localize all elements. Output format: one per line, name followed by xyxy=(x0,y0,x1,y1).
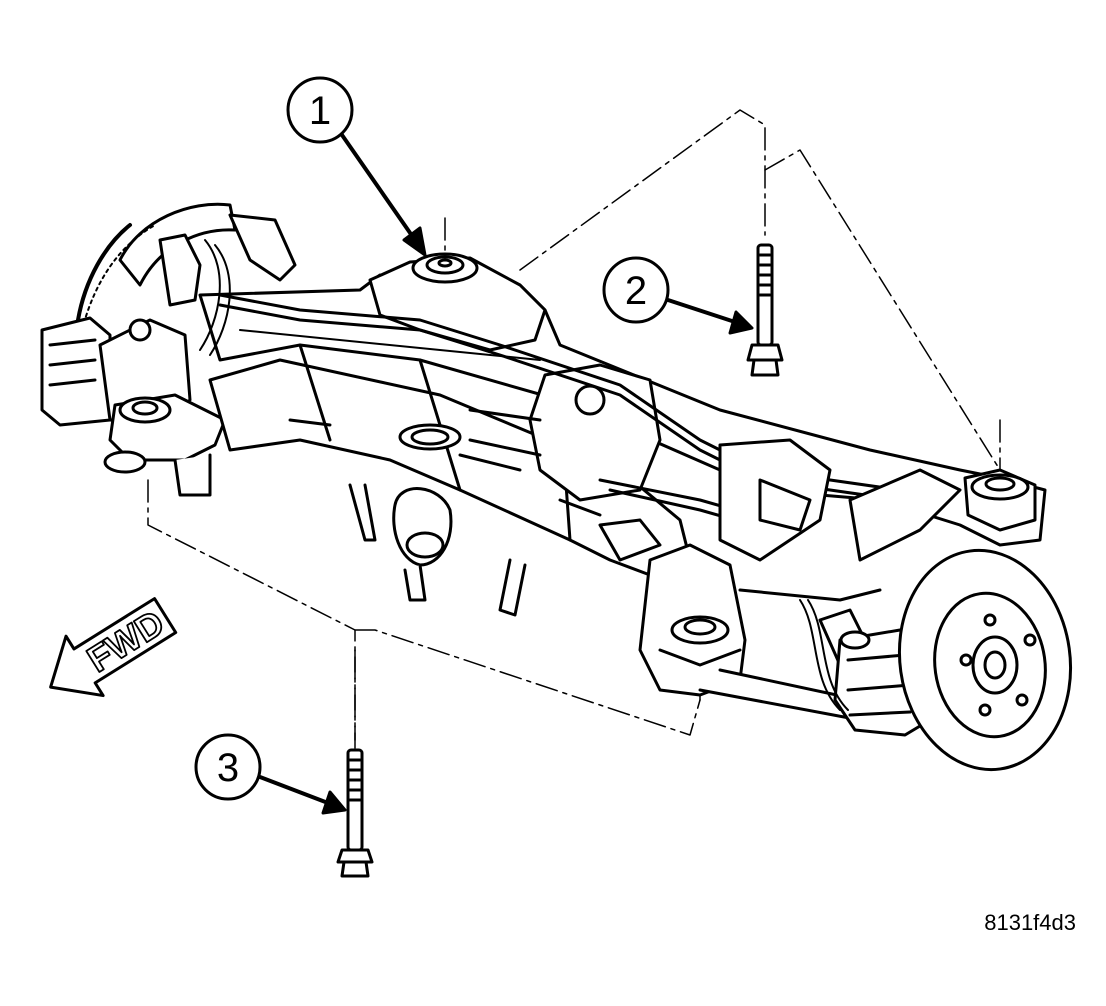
bolt-3 xyxy=(336,748,374,878)
fwd-direction-arrow: FWD xyxy=(49,597,178,698)
callout-1-label: 1 xyxy=(309,89,331,133)
callout-3-label: 3 xyxy=(217,746,239,790)
right-lower-arm-mount xyxy=(638,543,862,722)
callout-2-label: 2 xyxy=(625,269,647,313)
callout-1: 1 xyxy=(286,76,427,257)
upper-mount-bushing xyxy=(368,252,547,352)
bolt-2 xyxy=(746,243,784,377)
left-lower-arm xyxy=(103,393,227,497)
figure-id: 8131f4d3 xyxy=(984,910,1076,935)
callout-2: 2 xyxy=(602,256,754,335)
right-brake-rotor xyxy=(897,548,1073,772)
left-brake-rotor xyxy=(76,202,237,331)
brake-lines xyxy=(199,239,849,711)
right-knuckle-assembly xyxy=(718,438,962,667)
callout-3: 3 xyxy=(194,733,347,815)
right-rear-bushing xyxy=(963,468,1037,532)
